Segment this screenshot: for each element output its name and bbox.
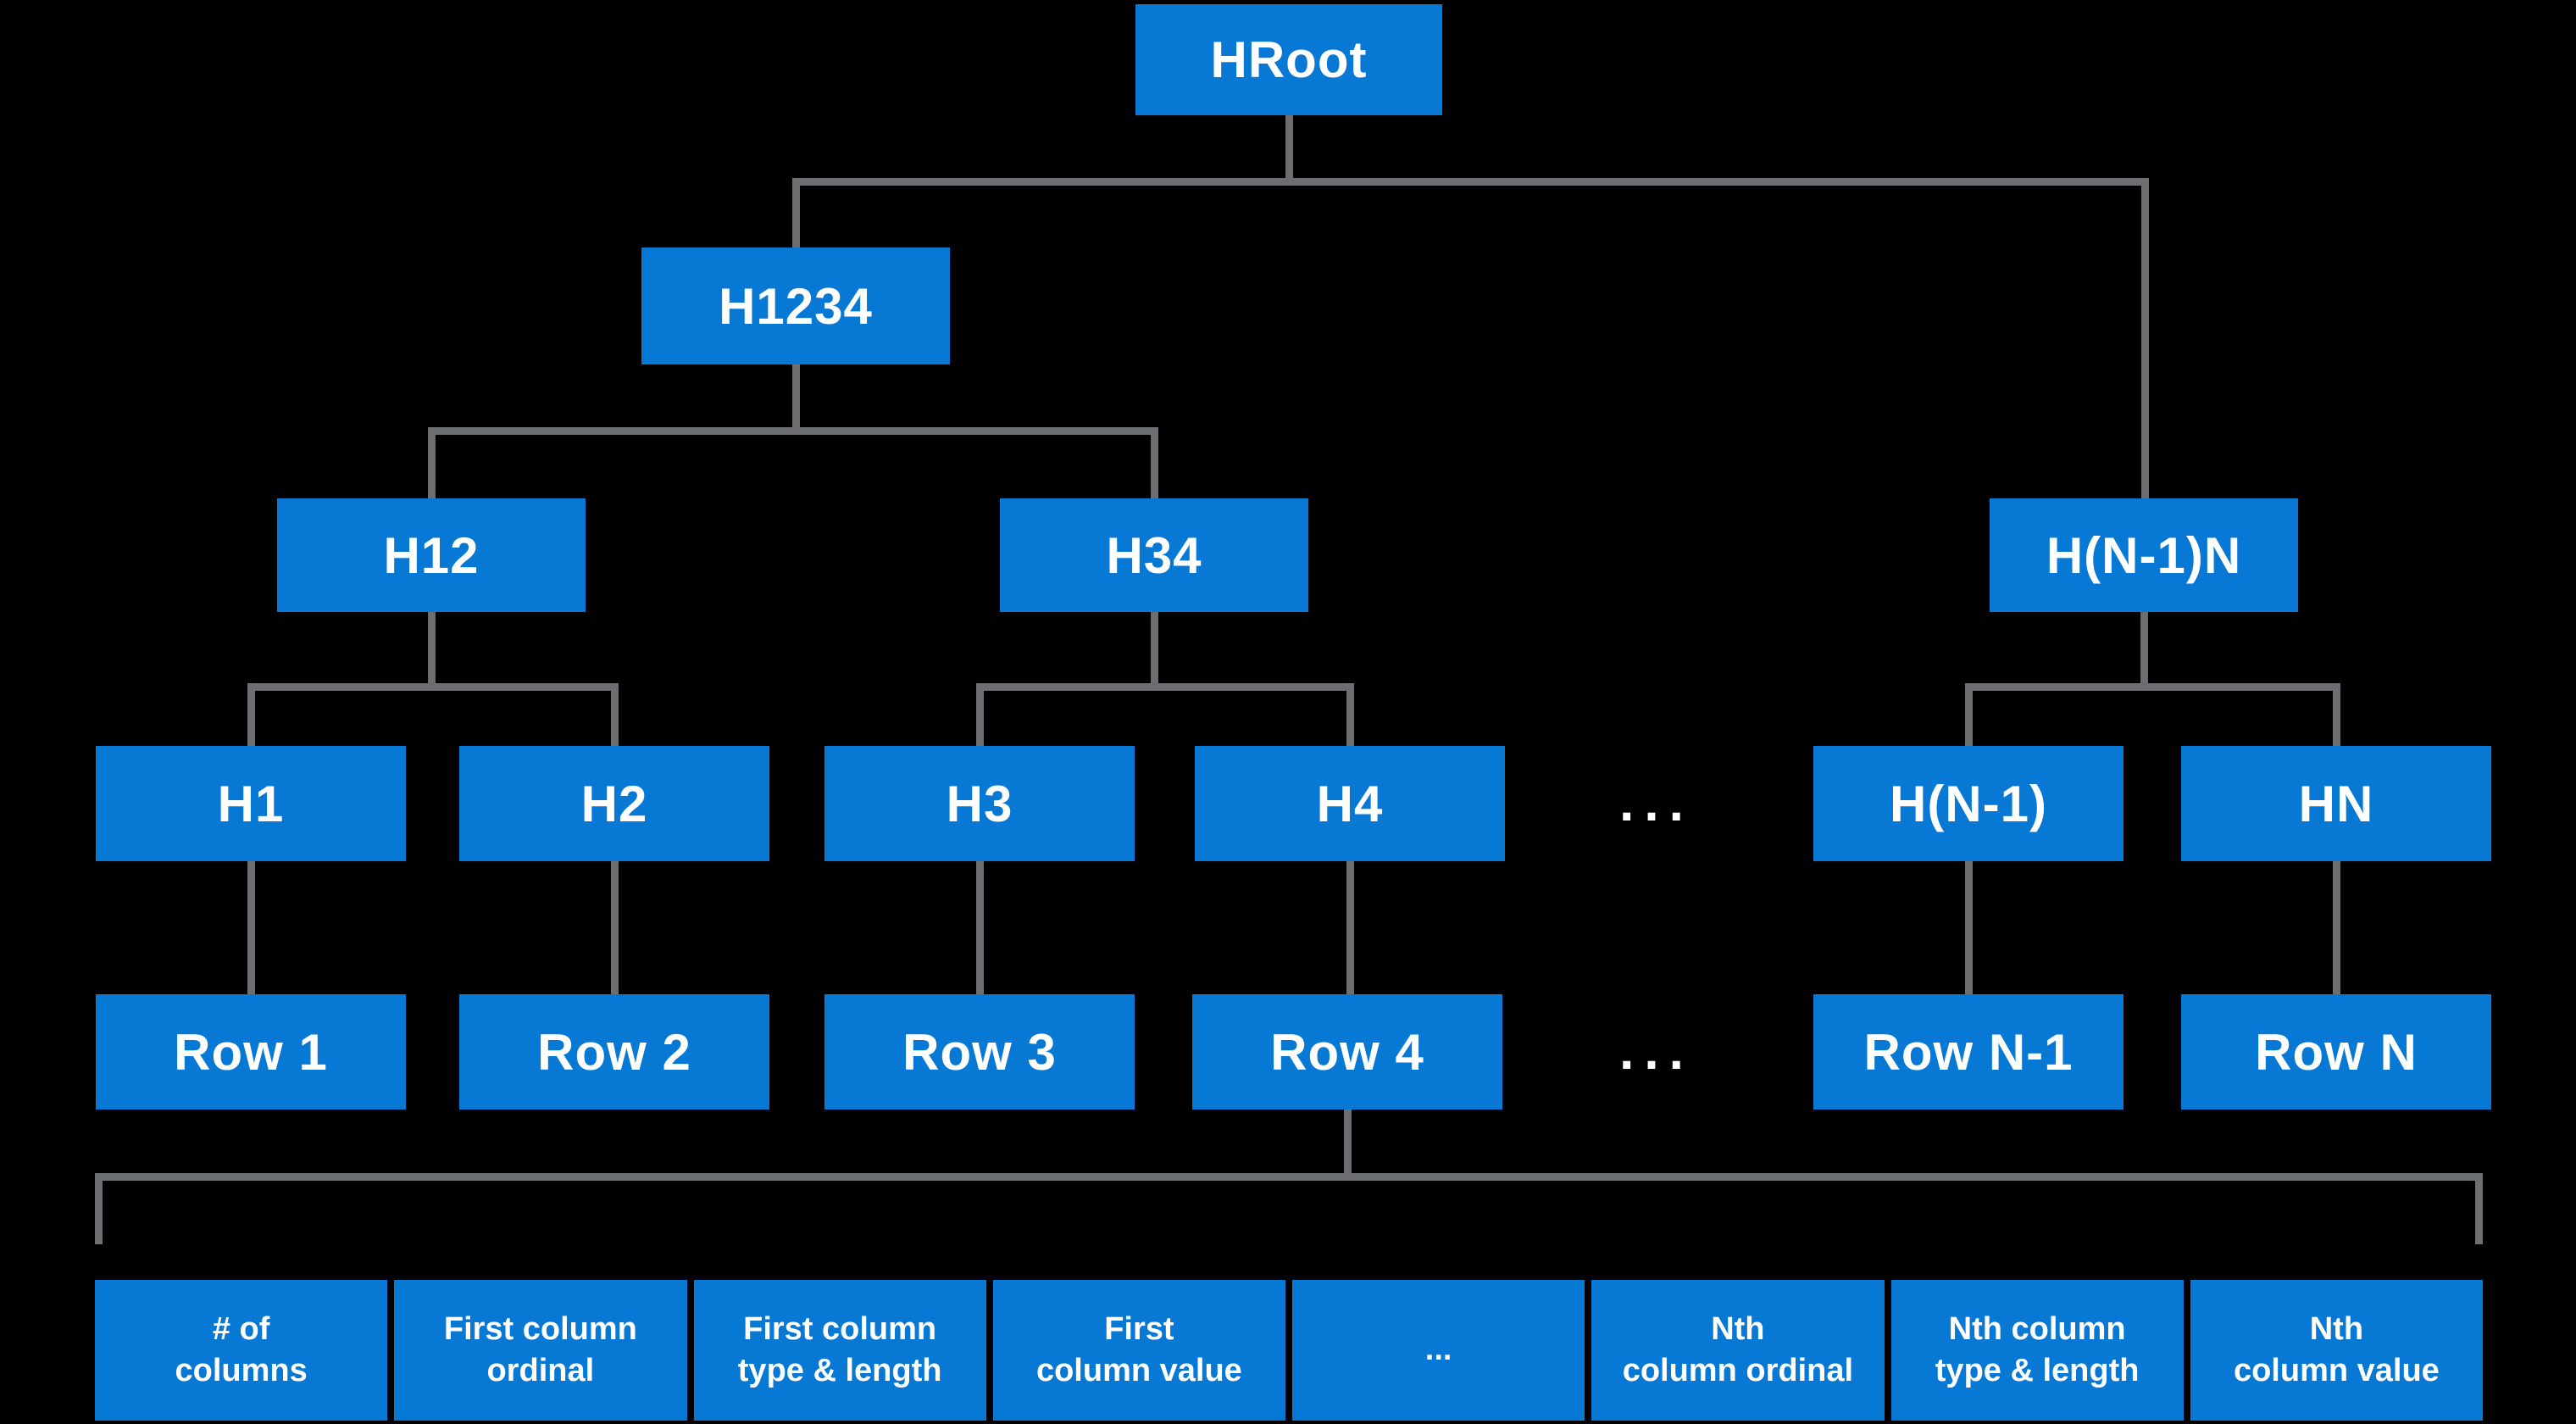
connector-h1234-rail [428, 427, 1158, 435]
node-rown: Row N [2181, 994, 2491, 1110]
connector-h2-row2 [611, 861, 619, 994]
connector-hn-rown [2333, 861, 2340, 994]
connector-h1234-stem [792, 364, 800, 435]
node-hn1: H(N-1) [1813, 746, 2124, 861]
connector-drop-h1234 [792, 178, 800, 248]
node-row1: Row 1 [96, 994, 406, 1110]
node-row3: Row 3 [824, 994, 1135, 1110]
node-row1-label: Row 1 [174, 1023, 328, 1081]
connector-h34-stem [1151, 612, 1158, 687]
connector-h12-stem [428, 612, 436, 687]
node-hn: HN [2181, 746, 2491, 861]
node-rown1: Row N-1 [1813, 994, 2124, 1110]
connector-root-rail [792, 178, 2149, 186]
node-h34-label: H34 [1106, 526, 1202, 584]
node-row2-label: Row 2 [537, 1023, 691, 1081]
node-h12: H12 [277, 498, 586, 612]
record-cell-first-type-length: First column type & length [693, 1280, 986, 1421]
connector-drop-hn1n [2141, 178, 2149, 498]
node-row4: Row 4 [1192, 994, 1502, 1110]
node-h1234-label: H1234 [719, 277, 873, 335]
node-hn1n: H(N-1)N [1990, 498, 2298, 612]
connector-h34-rail [976, 683, 1354, 691]
row-record-bar: # of columns First column ordinal First … [95, 1280, 2483, 1421]
connector-h12-rail [247, 683, 619, 691]
node-h34: H34 [1000, 498, 1308, 612]
connector-h4-row4 [1346, 861, 1354, 994]
node-h3-label: H3 [946, 775, 1013, 832]
node-h1-label: H1 [217, 775, 285, 832]
connector-h3-row3 [976, 861, 984, 994]
connector-hn1n-stem [2140, 612, 2148, 687]
node-h4: H4 [1195, 746, 1505, 861]
connector-drop-h12 [428, 427, 436, 498]
connector-hroot-stem [1285, 115, 1293, 186]
node-hn1n-label: H(N-1)N [2046, 526, 2242, 584]
connector-h1-row1 [247, 861, 255, 994]
record-cell-num-columns: # of columns [95, 1280, 388, 1421]
connector-row4-stem [1344, 1110, 1352, 1181]
node-h4-label: H4 [1316, 775, 1384, 832]
connector-drop-h34 [1151, 427, 1158, 498]
connector-record-right-stub [2475, 1173, 2483, 1244]
connector-drop-h3 [976, 683, 984, 746]
record-cell-first-ordinal: First column ordinal [394, 1280, 687, 1421]
node-row3-label: Row 3 [902, 1023, 1057, 1081]
node-h3: H3 [824, 746, 1135, 861]
node-row4-label: Row 4 [1270, 1023, 1424, 1081]
node-rown-label: Row N [2255, 1023, 2418, 1081]
connector-record-left-stub [95, 1173, 103, 1244]
record-cell-first-value: First column value [992, 1280, 1285, 1421]
node-h12-label: H12 [383, 526, 480, 584]
connector-drop-hn1 [1965, 683, 1973, 746]
node-h1: H1 [96, 746, 406, 861]
node-hn1-label: H(N-1) [1890, 775, 2047, 832]
node-hn-label: HN [2298, 775, 2374, 832]
node-h2: H2 [459, 746, 769, 861]
connector-record-rail [95, 1173, 2483, 1181]
node-h2-label: H2 [580, 775, 648, 832]
hash-level-ellipsis: ... [1619, 774, 1694, 832]
row-level-ellipsis: ... [1619, 1022, 1694, 1081]
record-cell-nth-ordinal: Nth column ordinal [1591, 1280, 1885, 1421]
record-cell-nth-type-length: Nth column type & length [1890, 1280, 2184, 1421]
node-hroot-label: HRoot [1210, 31, 1368, 88]
node-hroot: HRoot [1135, 4, 1442, 115]
node-row2: Row 2 [459, 994, 769, 1110]
node-rown1-label: Row N-1 [1863, 1023, 2074, 1081]
record-cell-ellipsis: ... [1292, 1280, 1585, 1421]
record-cell-nth-value: Nth column value [2190, 1280, 2483, 1421]
connector-drop-h4 [1346, 683, 1354, 746]
connector-drop-h1 [247, 683, 255, 746]
node-h1234: H1234 [641, 248, 950, 364]
connector-drop-h2 [611, 683, 619, 746]
connector-drop-hn [2333, 683, 2340, 746]
connector-hn1-rown1 [1965, 861, 1973, 994]
connector-hn1n-rail [1965, 683, 2340, 691]
